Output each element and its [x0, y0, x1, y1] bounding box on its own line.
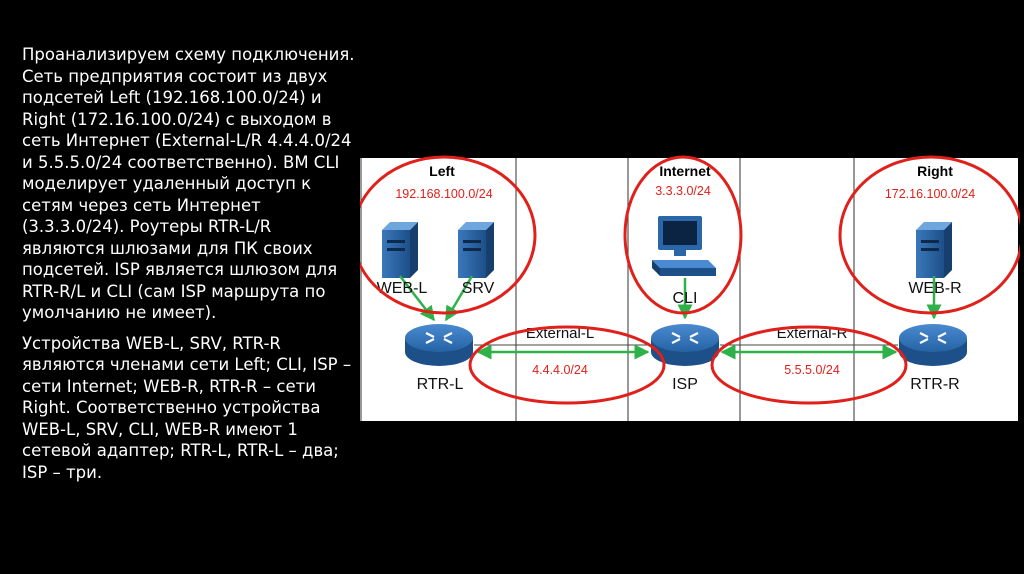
rtr-r-router-icon — [899, 324, 967, 366]
description-text: Проанализируем схему подключения. Сеть п… — [22, 44, 357, 492]
device-label-web-r: WEB-R — [908, 280, 961, 297]
description-paragraph-2: Устройства WEB-L, SRV, RTR-R являются чл… — [22, 333, 352, 482]
network-diagram: Left Internet Right — [360, 155, 1020, 421]
web-l-server-icon — [382, 222, 418, 278]
subnet-label-left: 192.168.100.0/24 — [395, 187, 492, 201]
internet-subnet-highlight — [623, 155, 743, 315]
device-label-isp: ISP — [672, 376, 698, 393]
isp-router-icon — [651, 324, 719, 366]
subnet-label-external-l: 4.4.4.0/24 — [532, 363, 588, 377]
srv-server-icon — [458, 222, 494, 278]
device-label-rtr-l: RTR-L — [417, 376, 464, 393]
zone-label-internet: Internet — [659, 163, 711, 179]
right-subnet-highlight — [838, 155, 1020, 315]
cli-workstation-icon — [652, 216, 716, 276]
device-label-srv: SRV — [462, 280, 495, 297]
subnet-label-external-r: 5.5.5.0/24 — [784, 363, 840, 377]
description-paragraph-1: Проанализируем схему подключения. Сеть п… — [22, 45, 355, 322]
external-l-highlight — [468, 325, 666, 405]
left-subnet-highlight — [360, 155, 537, 315]
device-label-cli: CLI — [673, 290, 698, 307]
device-label-web-l: WEB-L — [377, 280, 428, 297]
zone-label-right: Right — [917, 163, 953, 179]
web-r-server-icon — [916, 222, 952, 278]
zone-label-left: Left — [429, 163, 455, 179]
subnet-label-internet: 3.3.3.0/24 — [655, 184, 711, 198]
diagram-background — [360, 158, 1018, 421]
device-label-rtr-r: RTR-R — [910, 376, 959, 393]
subnet-label-right: 172.16.100.0/24 — [885, 187, 975, 201]
external-r-highlight — [710, 325, 908, 405]
rtr-l-router-icon — [405, 324, 473, 366]
